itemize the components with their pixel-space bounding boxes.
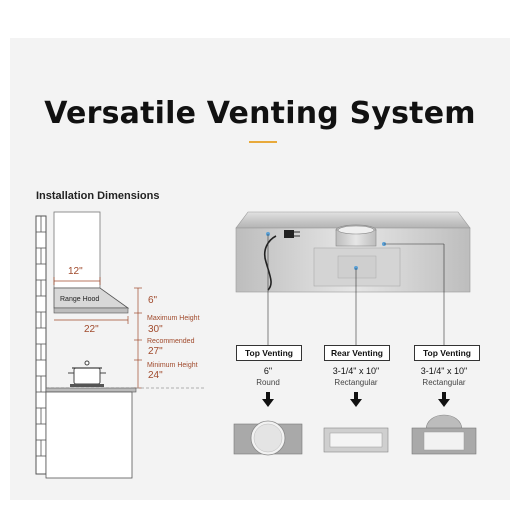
vent-type-top-round: Round bbox=[256, 378, 280, 387]
range-hood-label: Range Hood bbox=[60, 296, 100, 303]
title-underline bbox=[249, 141, 277, 143]
vent-badge-rear: Rear Venting bbox=[324, 345, 390, 361]
vent-size-rear: 3-1/4" x 10" bbox=[332, 366, 380, 376]
counter-cabinet bbox=[45, 387, 137, 479]
depth-dimension: 12" bbox=[68, 266, 83, 277]
min-height-value: 24" bbox=[148, 370, 163, 381]
recommended-value: 27" bbox=[148, 346, 163, 357]
max-height-value: 30" bbox=[148, 324, 163, 335]
vent-size-top-rect: 3-1/4" x 10" bbox=[420, 366, 468, 376]
vent-badge-top-rect: Top Venting bbox=[414, 345, 480, 361]
min-height-label: Minimum Height bbox=[147, 362, 198, 369]
round-vent-icon bbox=[233, 420, 303, 456]
hood-height-dimension: 6" bbox=[148, 295, 158, 306]
vent-type-rear: Rectangular bbox=[334, 378, 378, 387]
vent-size-top-round: 6" bbox=[263, 366, 273, 376]
max-height-label: Maximum Height bbox=[147, 315, 200, 322]
top-rect-vent-icon bbox=[411, 414, 477, 455]
page-title: Versatile Venting System bbox=[44, 96, 476, 131]
vent-type-top-rect: Rectangular bbox=[422, 378, 466, 387]
vent-badge-top-round: Top Venting bbox=[236, 345, 302, 361]
arrow-down-icon bbox=[262, 392, 450, 407]
range-hood-shape bbox=[53, 287, 130, 314]
width-dimension: 22" bbox=[84, 324, 99, 335]
recommended-label: Recommended bbox=[147, 338, 195, 345]
rear-vent-icon bbox=[323, 427, 389, 453]
pot-icon bbox=[68, 360, 106, 387]
installation-heading: Installation Dimensions bbox=[36, 190, 160, 202]
